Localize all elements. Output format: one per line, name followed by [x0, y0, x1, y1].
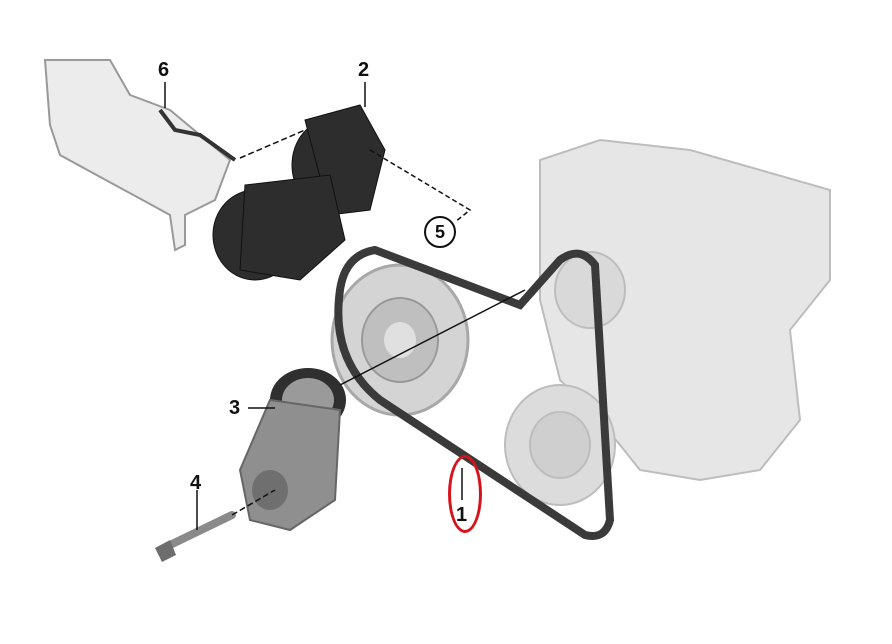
- crank-pulley: [330, 263, 470, 417]
- bolt-part-4: [155, 511, 236, 562]
- alternator-engine-block: [504, 138, 831, 506]
- callout-2: 2: [358, 59, 370, 81]
- tensioner-part-2: [212, 104, 386, 281]
- drive-belt: [334, 245, 615, 540]
- callout-1-highlight-ring: [448, 455, 482, 533]
- callout-4: 4: [190, 472, 202, 494]
- callout-3: 3: [229, 397, 241, 419]
- bracket-part-6: [43, 59, 232, 252]
- tensioner-pulley-part-3: [238, 368, 346, 532]
- callout-6: 6: [158, 59, 170, 81]
- callout-5: 5: [424, 216, 456, 248]
